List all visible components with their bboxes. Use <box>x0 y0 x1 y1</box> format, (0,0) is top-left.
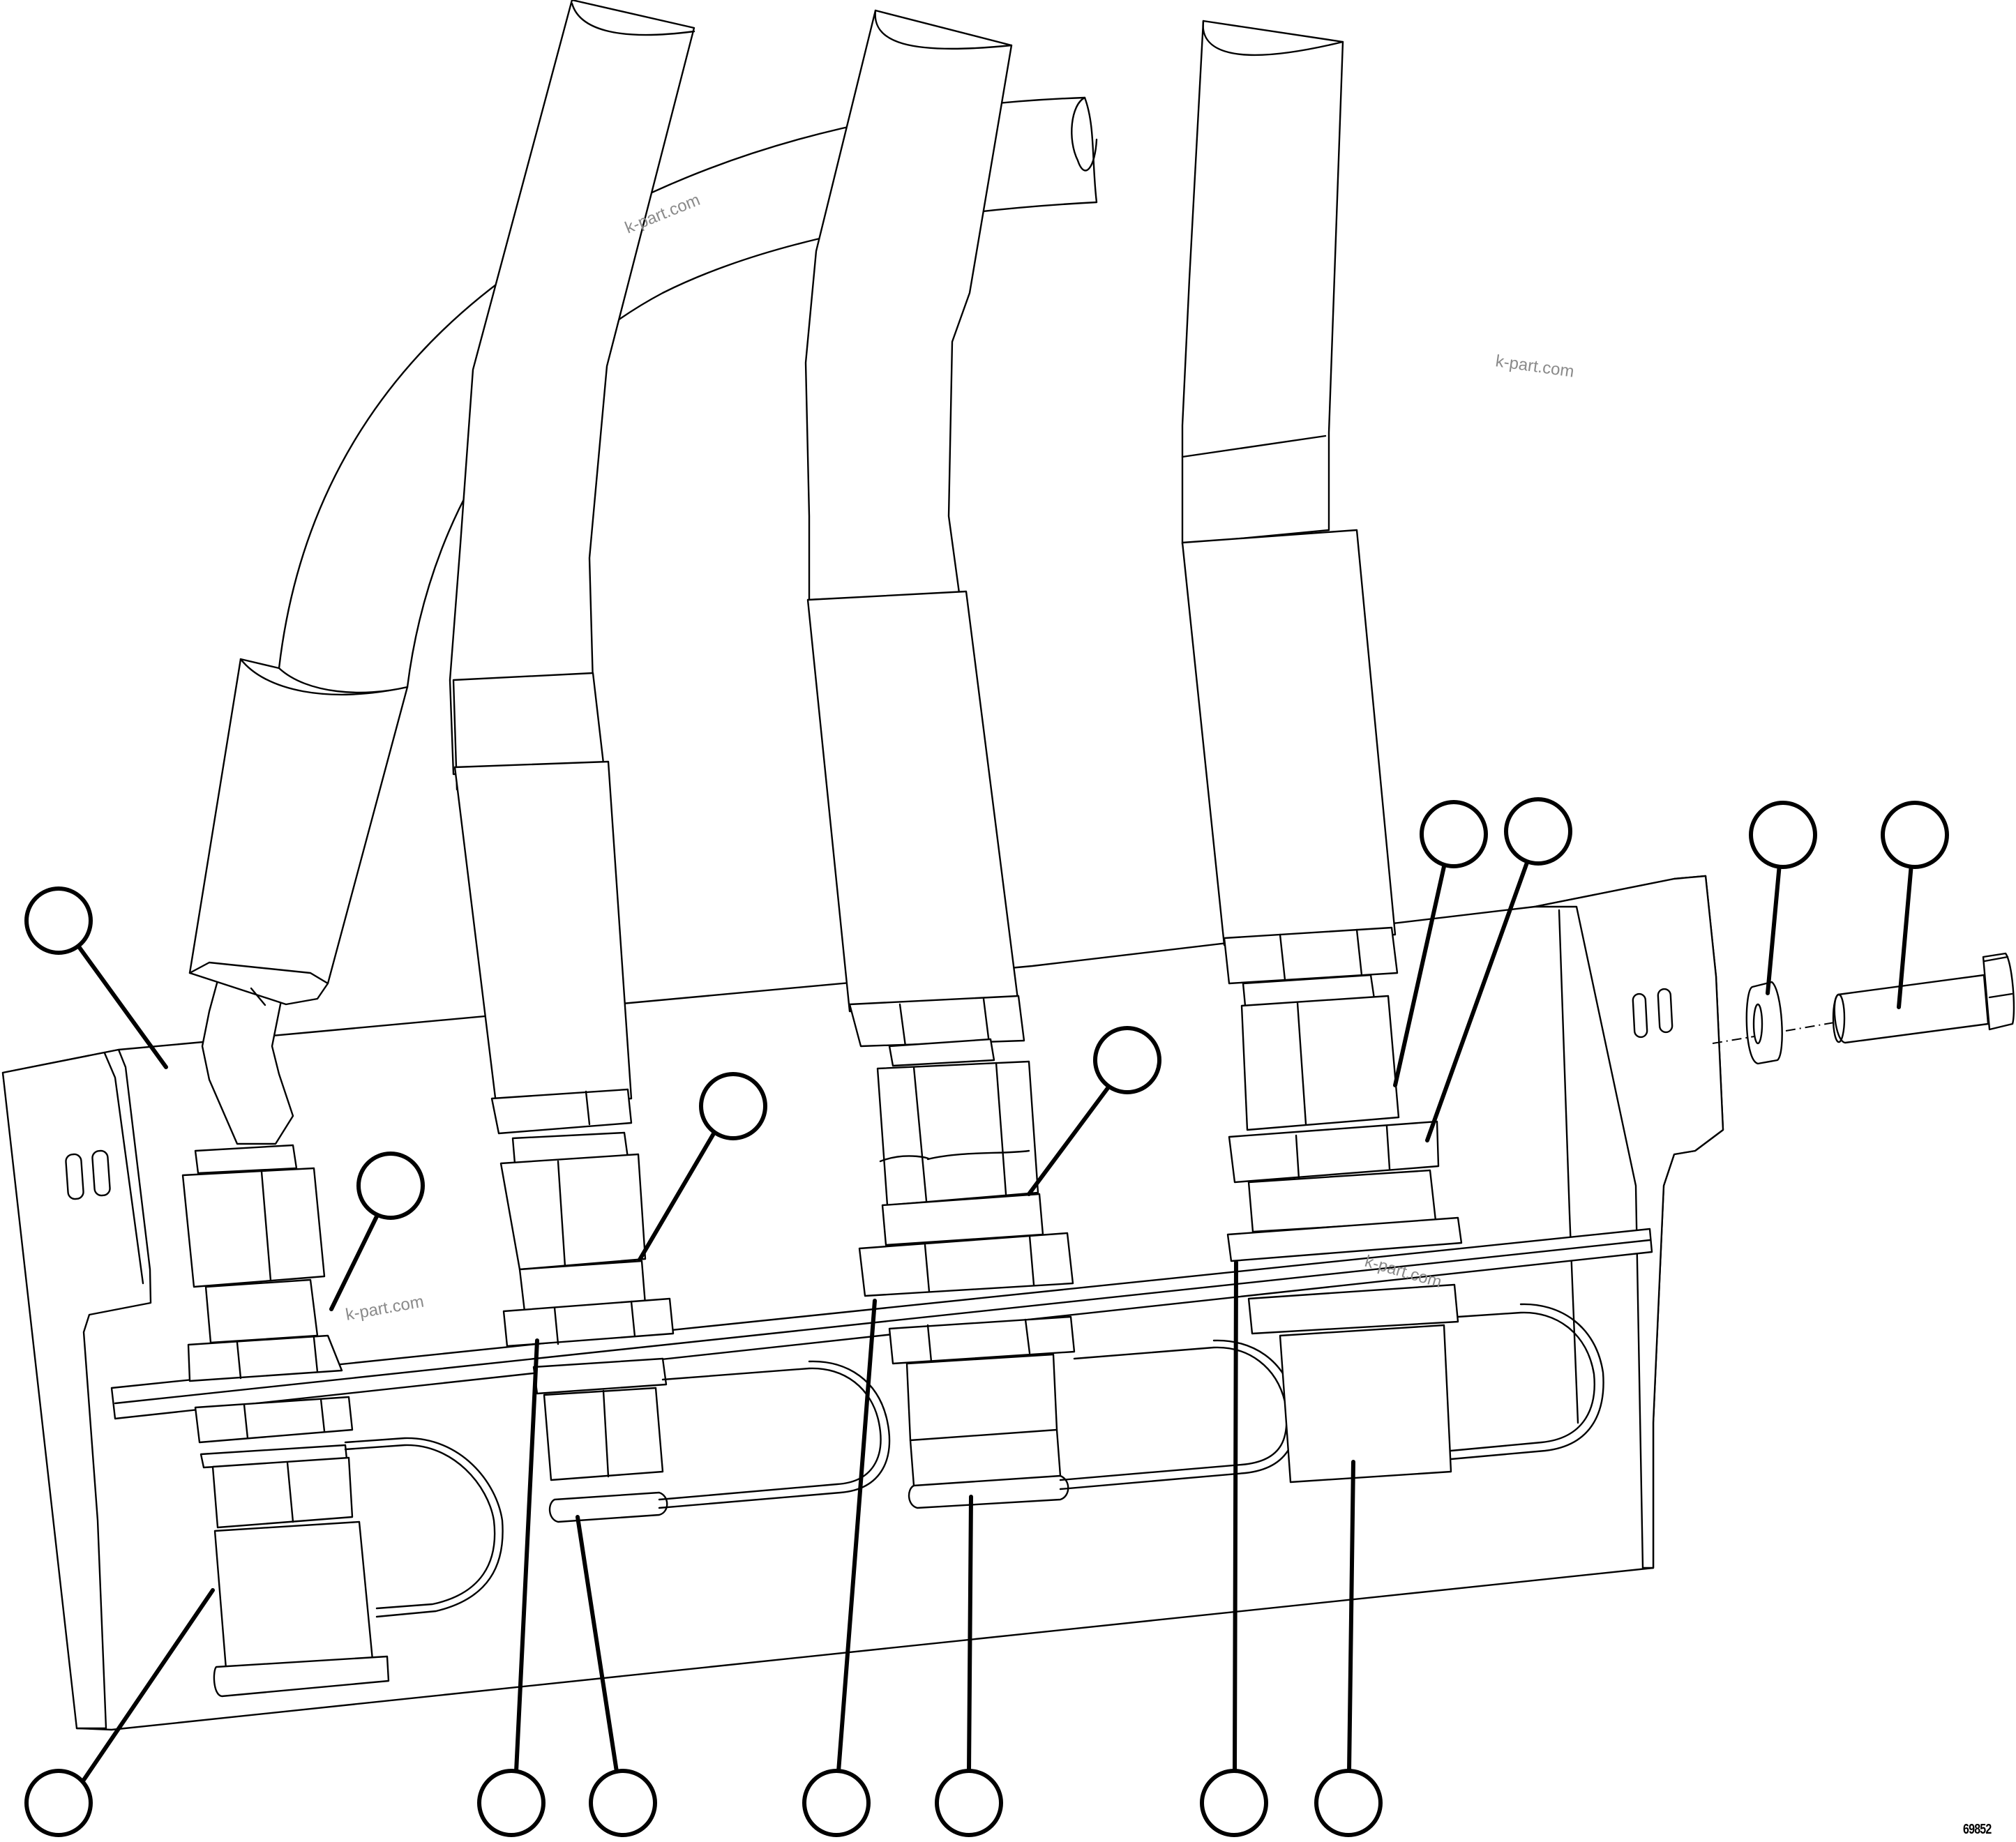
figure-number: 69852 <box>1963 1822 1992 1837</box>
leader-line <box>1393 861 1447 1087</box>
callout-circle <box>1420 800 1488 868</box>
callout-circle <box>477 1769 546 1837</box>
callout-8 <box>1881 801 1949 1009</box>
washer <box>1745 981 1783 1065</box>
retaining-clip-4 <box>1450 1311 1595 1452</box>
callout-9 <box>24 1588 215 1837</box>
watermark-text: k-part.com <box>1494 352 1575 382</box>
leader-line <box>329 1211 380 1311</box>
callout-11 <box>576 1515 657 1837</box>
callout-15 <box>1314 1460 1383 1837</box>
leader-line <box>1233 1260 1238 1774</box>
leader-line <box>1027 1083 1112 1196</box>
leader-line <box>1897 862 1913 1009</box>
callout-circle <box>699 1072 767 1140</box>
callout-circle <box>1314 1769 1383 1837</box>
hose-1 <box>188 658 409 1145</box>
bulkhead-fitting-4 <box>1226 974 1463 1484</box>
callout-7 <box>1749 801 1817 995</box>
leader-line <box>514 1338 539 1774</box>
callout-4 <box>1027 1026 1161 1196</box>
bulkhead-fitting-1 <box>181 1144 390 1698</box>
callout-10 <box>477 1338 546 1837</box>
callout-layer <box>24 797 1949 1837</box>
callout-circle <box>1504 797 1572 866</box>
callout-circle <box>356 1152 425 1220</box>
assembly-axis <box>1712 1022 1835 1044</box>
callout-6 <box>1425 797 1572 1142</box>
leader-line <box>76 944 168 1069</box>
leader-line <box>638 1129 717 1262</box>
callout-1 <box>24 886 168 1069</box>
callout-circle <box>802 1769 871 1837</box>
leader-line <box>967 1495 973 1774</box>
hose-4 <box>804 9 1025 1048</box>
leader-line <box>1425 859 1530 1142</box>
callout-circle <box>935 1769 1003 1837</box>
callout-circle <box>1200 1769 1268 1837</box>
bulkhead-fitting-3 <box>858 1038 1076 1509</box>
callout-5 <box>1393 800 1488 1087</box>
bolt <box>1832 952 2015 1044</box>
leader-line <box>1347 1460 1355 1774</box>
leader-line <box>1766 862 1782 995</box>
hose-2 <box>278 96 1098 694</box>
callout-circle <box>24 1769 93 1837</box>
leader-line <box>82 1588 215 1782</box>
callout-circle <box>589 1769 657 1837</box>
bulkhead-fitting-2 <box>499 1131 675 1523</box>
callout-circle <box>1749 801 1817 869</box>
callout-circle <box>1881 801 1949 869</box>
callout-circle <box>24 886 93 955</box>
callout-3 <box>638 1072 767 1262</box>
callout-circle <box>1093 1026 1161 1094</box>
hose-5 <box>1181 20 1399 985</box>
callout-13 <box>935 1495 1003 1837</box>
leader-line <box>836 1299 877 1774</box>
callout-12 <box>802 1299 877 1837</box>
callout-14 <box>1200 1260 1268 1837</box>
leader-line <box>576 1515 619 1774</box>
callout-2 <box>329 1152 425 1311</box>
retaining-clip-1 <box>344 1444 496 1610</box>
hose-3 <box>449 0 695 1135</box>
